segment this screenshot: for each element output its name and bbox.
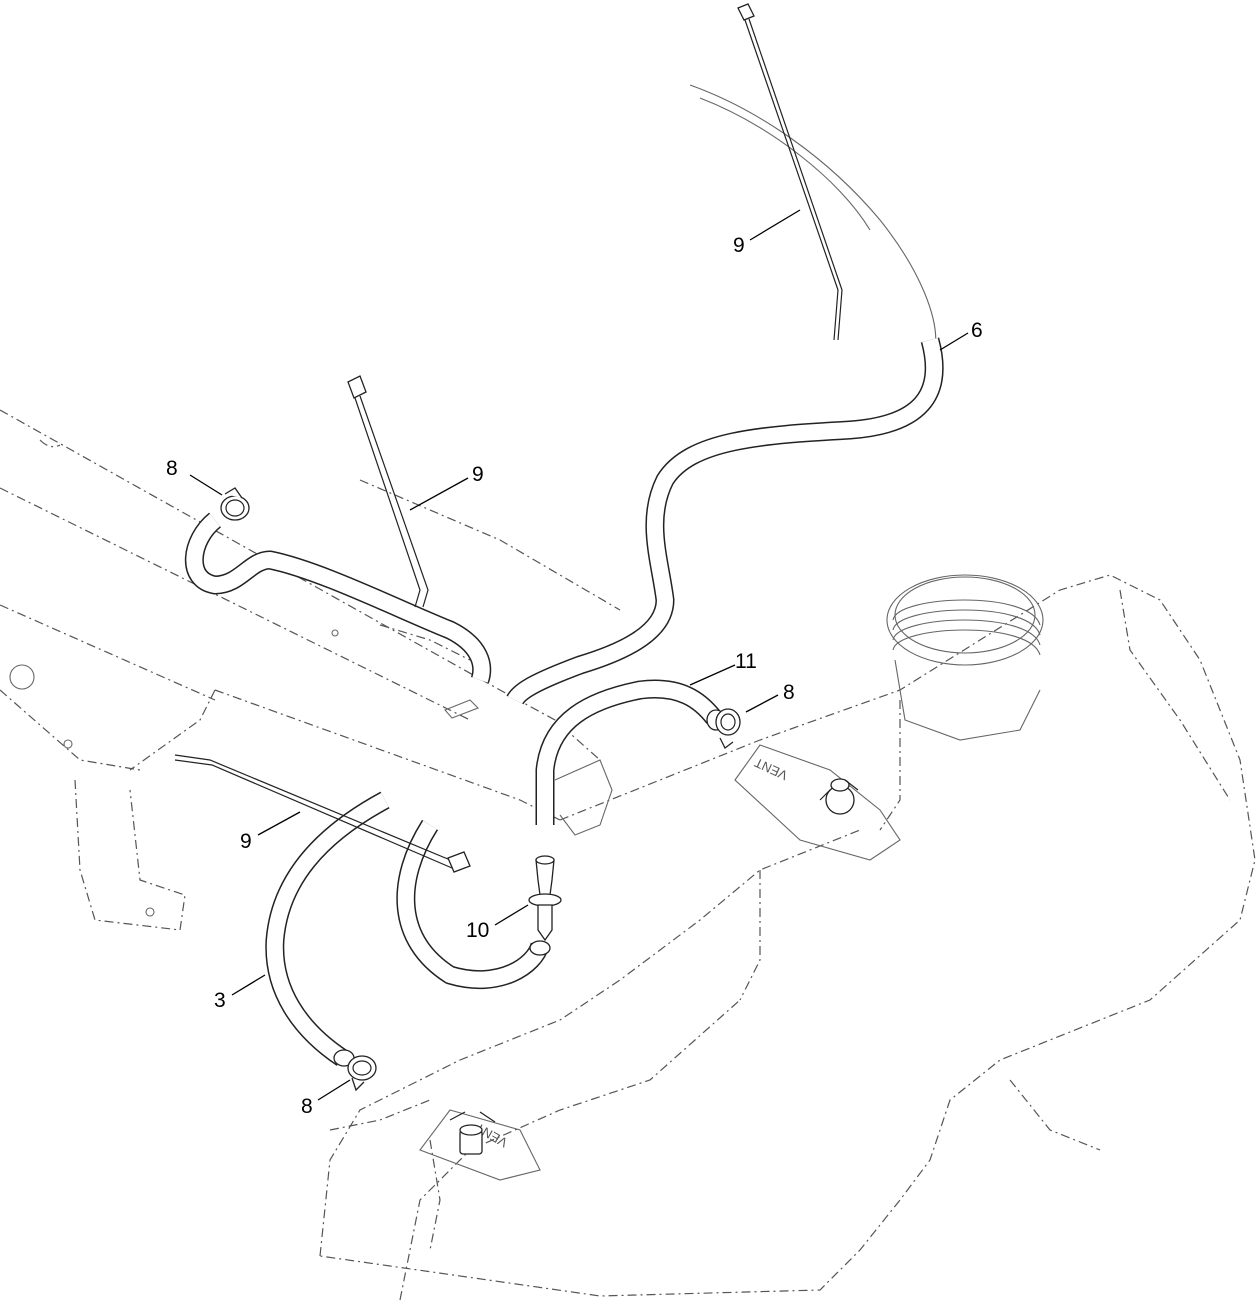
hose-3 <box>184 512 492 1067</box>
hose-6 <box>396 84 944 989</box>
callout-labels: 9 6 8 9 11 8 9 10 3 8 <box>166 234 983 1118</box>
callout-9-top: 9 <box>733 234 745 257</box>
cable-tie-low <box>174 754 471 873</box>
callout-11: 11 <box>735 650 757 673</box>
hose-clamp-right <box>715 708 741 749</box>
cable-tie-top <box>737 3 843 341</box>
callout-3: 3 <box>214 989 226 1012</box>
cable-tie-mid <box>347 375 429 608</box>
callout-10: 10 <box>466 919 489 942</box>
callout-8-right: 8 <box>783 681 795 704</box>
callout-9-mid: 9 <box>472 463 484 486</box>
hose-clamp-bottom <box>347 1055 377 1092</box>
vent-label-upper: VENT <box>752 755 790 783</box>
fuel-tank-phantom: VENT VENT <box>319 574 1256 1301</box>
callout-6: 6 <box>971 319 983 342</box>
fitting-10 <box>528 855 562 942</box>
callout-9-low: 9 <box>240 830 252 853</box>
callout-8-left: 8 <box>166 457 178 480</box>
frame-rail-phantom <box>0 409 621 931</box>
hose-11 <box>535 679 726 836</box>
callout-leaders <box>189 209 969 1101</box>
callout-8-bottom: 8 <box>301 1095 313 1118</box>
hose-clamp-top-left <box>220 487 250 521</box>
